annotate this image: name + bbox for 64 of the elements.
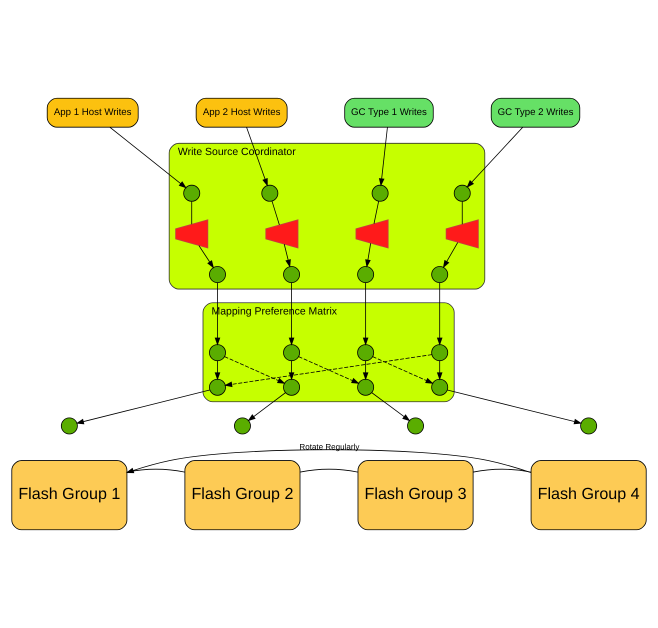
node-semicircle	[357, 378, 374, 396]
node-semicircle	[283, 378, 300, 396]
node-bowtie	[175, 219, 208, 249]
arrow	[442, 242, 458, 268]
node-semicircle	[357, 266, 374, 284]
arrow	[378, 126, 388, 186]
arrow	[298, 356, 360, 384]
arrow	[198, 245, 214, 268]
node-semicircle	[234, 417, 251, 434]
node-bowtie	[446, 219, 479, 249]
arrow	[436, 282, 443, 346]
node-semicircle	[407, 417, 424, 434]
node-semicircle	[60, 417, 78, 434]
edge-label: Rotate Regularly	[299, 442, 360, 452]
node-box: GC Type 1 Writes	[344, 98, 434, 128]
arrow	[110, 126, 187, 188]
arrow	[76, 390, 210, 424]
node-box: Flash Group 3	[358, 460, 474, 530]
arrow	[248, 392, 286, 422]
arrow	[214, 360, 220, 380]
arrow	[224, 356, 286, 384]
arrow	[466, 126, 524, 188]
node-semicircle	[283, 344, 300, 362]
arrow	[126, 449, 532, 474]
connector	[374, 200, 380, 224]
node-box: Flash Group 1	[11, 460, 128, 530]
arrow	[214, 282, 220, 346]
arrow	[371, 392, 410, 422]
arrow	[362, 282, 368, 346]
node-box: GC Type 2 Writes	[490, 98, 580, 128]
arrow	[362, 360, 368, 380]
node-box: Flash Group 4	[530, 460, 647, 530]
connector	[126, 468, 186, 472]
connector	[272, 200, 280, 226]
node-semicircle	[580, 417, 598, 434]
arrow	[372, 356, 434, 384]
node-bowtie	[265, 219, 298, 249]
node-box: App 1 Host Writes	[46, 98, 139, 128]
connector	[191, 201, 192, 225]
node-bowtie	[356, 219, 389, 249]
arrow	[284, 244, 291, 268]
connector	[300, 468, 358, 472]
node-semicircle	[431, 378, 448, 396]
connector	[462, 201, 463, 225]
node-semicircle	[372, 184, 389, 202]
node-semicircle	[209, 344, 226, 362]
connector	[472, 468, 532, 472]
node-semicircle	[283, 266, 300, 284]
node-semicircle	[209, 378, 226, 396]
node-box: App 2 Host Writes	[196, 98, 288, 128]
node-semicircle	[431, 266, 448, 284]
arrow	[436, 360, 443, 380]
node-semicircle	[209, 266, 226, 284]
node-semicircle	[454, 184, 471, 202]
arrow	[446, 390, 582, 424]
arrow	[246, 126, 268, 187]
arrow	[365, 242, 372, 268]
node-semicircle	[183, 184, 200, 202]
node-box: Flash Group 2	[184, 460, 300, 530]
arrow	[288, 282, 294, 346]
arrow	[224, 354, 432, 388]
node-semicircle	[431, 344, 448, 362]
node-semicircle	[357, 344, 374, 362]
node-semicircle	[261, 184, 278, 202]
